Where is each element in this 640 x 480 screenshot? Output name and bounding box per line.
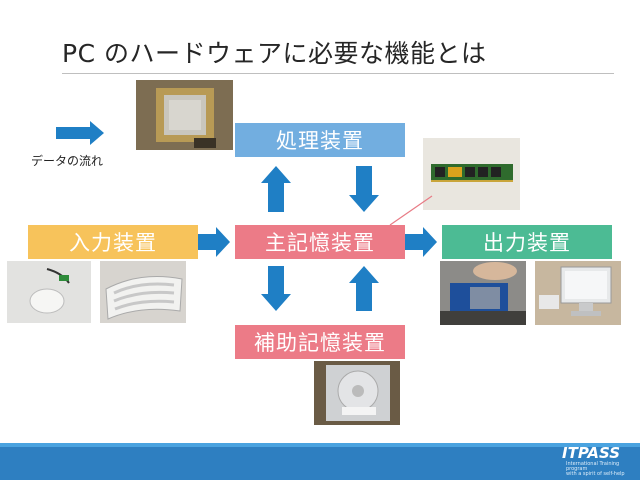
memory-module-photo <box>423 138 520 210</box>
legend-arrow-icon <box>56 121 104 145</box>
hard-disk-photo <box>314 361 400 425</box>
arrow-main-to-output <box>405 227 437 257</box>
mouse-photo <box>7 261 91 323</box>
arrow-input-to-main <box>198 227 230 257</box>
graphics-board-photo <box>440 261 526 325</box>
monitor-photo <box>535 261 621 325</box>
arrow-main-to-cpu <box>261 166 291 212</box>
logo-tagline-line-2: with a spirit of self-help <box>566 471 625 477</box>
arrow-cpu-to-main <box>349 166 379 212</box>
slide-title: PC のハードウェアに必要な機能とは <box>62 39 487 68</box>
arrow-aux-to-main <box>349 266 379 311</box>
main-memory-box: 主記憶装置 <box>235 225 405 259</box>
input-device-box: 入力装置 <box>28 225 198 259</box>
arrow-main-to-aux <box>261 266 291 311</box>
cpu-box: 処理装置 <box>235 123 405 157</box>
aux-storage-box: 補助記憶装置 <box>235 325 405 359</box>
title-divider <box>62 73 614 74</box>
logo-tagline: International Training program with a sp… <box>566 462 636 477</box>
footer-bar <box>0 443 640 480</box>
cpu-photo <box>136 80 233 150</box>
output-device-box: 出力装置 <box>442 225 612 259</box>
footer-accent <box>0 443 640 447</box>
logo-tagline-line-1: International Training program <box>566 461 620 472</box>
memory-callout-line <box>389 195 433 226</box>
legend-label: データの流れ <box>31 154 104 168</box>
itpass-logo: ITPASS <box>562 444 621 462</box>
keyboard-photo <box>100 261 186 323</box>
